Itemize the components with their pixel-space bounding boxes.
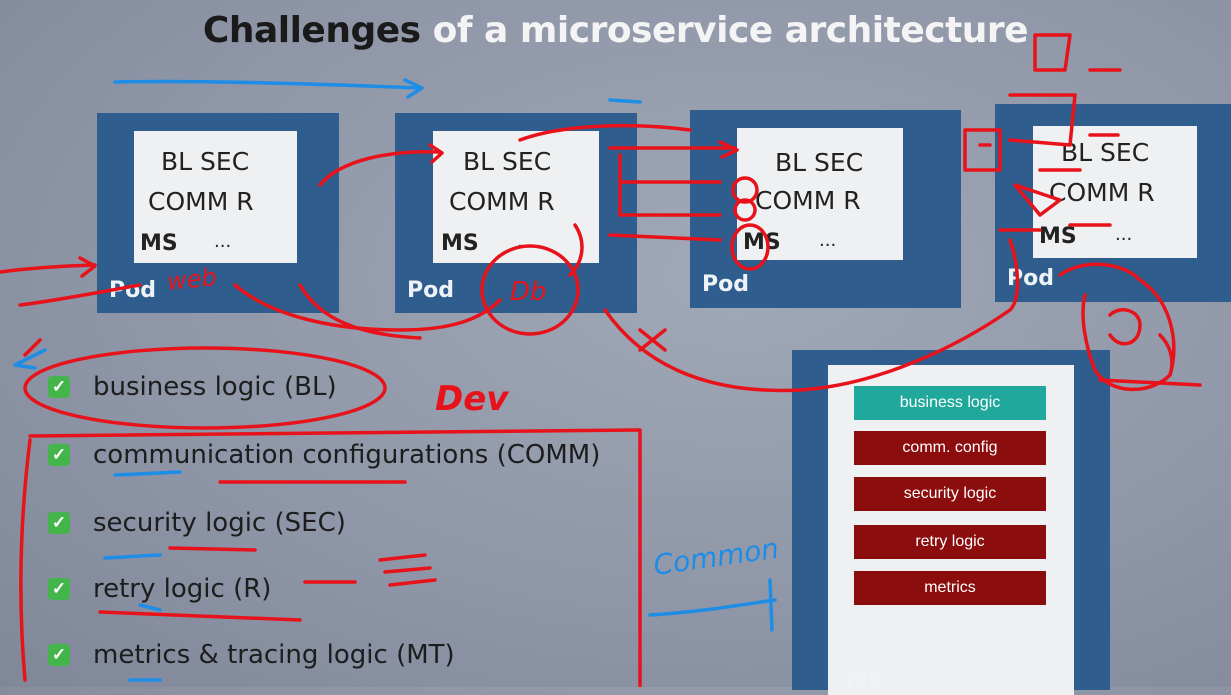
comm-r-text: COMM R — [148, 187, 254, 216]
pod-card: BL SEC COMM R MS ... — [433, 131, 599, 263]
ms-label: MS — [743, 230, 781, 255]
checklist-label: communication configurations (COMM) — [93, 440, 601, 470]
comm-r-text: COMM R — [1049, 178, 1155, 207]
ms-breakdown-panel: business logic comm. config security log… — [792, 350, 1110, 695]
common-annotation: Common — [651, 532, 780, 582]
checkbox-icon: ✓ — [48, 444, 70, 466]
comm-config-bar: comm. config — [854, 431, 1046, 465]
checkbox-icon: ✓ — [48, 644, 70, 666]
title-emphasis: Challenges — [202, 10, 421, 51]
ellipsis: ... — [1115, 224, 1133, 245]
slide-title: Challenges of a microservice architectur… — [0, 10, 1231, 51]
checkbox-icon: ✓ — [48, 376, 70, 398]
checkbox-icon: ✓ — [48, 578, 70, 600]
checklist-label: business logic (BL) — [93, 372, 337, 402]
pod-box: BL SEC COMM R MS ... Pod — [395, 113, 637, 313]
bl-sec-text: BL SEC — [775, 148, 864, 177]
pod-box: BL SEC COMM R MS ... Pod — [995, 104, 1231, 302]
title-rest: of a microservice architecture — [420, 10, 1029, 51]
checklist-label: metrics & tracing logic (MT) — [93, 640, 455, 670]
comm-r-text: COMM R — [755, 186, 861, 215]
pod-box: BL SEC COMM R MS ... Pod — [97, 113, 339, 313]
bl-sec-text: BL SEC — [161, 147, 250, 176]
pod-label: Pod — [702, 272, 749, 297]
metrics-bar: metrics — [854, 571, 1046, 605]
checklist-label: security logic (SEC) — [93, 508, 346, 538]
ellipsis: ... — [819, 230, 837, 251]
dev-annotation: Dev — [435, 379, 510, 419]
checklist-label: retry logic (R) — [93, 574, 272, 604]
ms-card: business logic comm. config security log… — [828, 365, 1074, 695]
ms-label: MS — [1039, 224, 1077, 249]
web-annotation: web — [166, 263, 218, 296]
ellipsis: ... — [214, 231, 232, 252]
db-annotation: Db — [510, 277, 547, 307]
pod-label: Pod — [1007, 266, 1054, 291]
pod-label: Pod — [407, 278, 454, 303]
bl-sec-text: BL SEC — [463, 147, 552, 176]
pod-card: BL SEC COMM R MS ... — [1033, 126, 1197, 258]
security-logic-bar: security logic — [854, 477, 1046, 511]
checkbox-icon: ✓ — [48, 512, 70, 534]
ms-label: MS — [441, 231, 479, 256]
ms-label: MS — [140, 231, 178, 256]
bl-sec-text: BL SEC — [1061, 138, 1150, 167]
retry-logic-bar: retry logic — [854, 525, 1046, 559]
comm-r-text: COMM R — [449, 187, 555, 216]
pod-card: BL SEC COMM R MS ... — [134, 131, 297, 263]
business-logic-bar: business logic — [854, 386, 1046, 420]
